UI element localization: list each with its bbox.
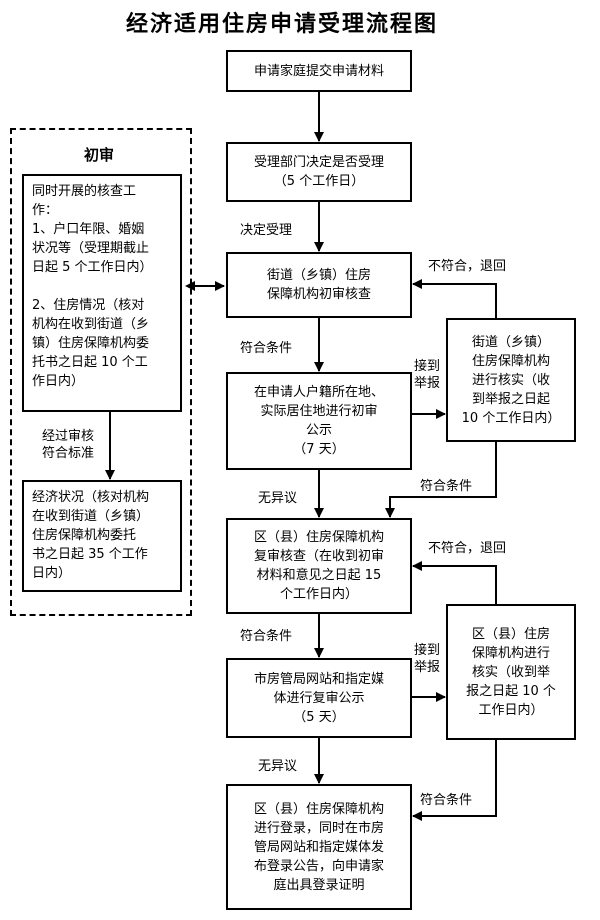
label-report-2: 接到 举报 xyxy=(414,643,441,675)
box-text-line: 区（县）住房 xyxy=(471,626,550,642)
box-text-line: 申请家庭提交申请材料 xyxy=(253,63,384,79)
label-accepted: 决定受理 xyxy=(240,223,293,238)
district-verification-box: 区（县）住房保障机构进行核实（收到举报之日起 10 个工作日内） xyxy=(446,604,576,740)
arrow-verify-ok-1 xyxy=(385,442,497,518)
box-text-line: （5 个工作日） xyxy=(273,174,365,189)
box-text-line: 到举报之日起 xyxy=(471,391,550,407)
box-text-line: 市房管局网站和指定媒 xyxy=(253,671,384,687)
label-no-objection-1: 无异议 xyxy=(258,491,298,506)
street-initial-review-box: 街道（乡镇）住房保障机构初审核查 xyxy=(226,252,412,318)
box-text-line: 核实（收到举 xyxy=(471,664,550,680)
box-text-line: 区（县）住房保障机构 xyxy=(253,801,384,817)
box-text-line: 体进行复审公示 xyxy=(273,690,365,706)
economic-status-box: 经济状况（核对机构在收到街道（乡镇） 住房保障机构委托书之日起 35 个工作日内） xyxy=(22,480,182,592)
box-text-line: 在申请人户籍所在地、 xyxy=(253,385,384,400)
initial-publicity-box: 在申请人户籍所在地、实际居住地进行初审公示 （7 天） xyxy=(226,372,412,470)
box-text-line: 住房保障机构 xyxy=(471,353,550,369)
box-text-line: 报之日起 10 个 xyxy=(466,683,556,699)
box-text-line: 街道（乡镇）住房 xyxy=(266,268,371,283)
box-text-line: 布登录公告，向申请家 xyxy=(253,858,384,874)
box-text-line: 实际居住地进行初审 xyxy=(260,404,378,419)
box-text-line: 日内） xyxy=(32,566,72,581)
concurrent-checks-box: 同时开展的核查工作：1、户口年限、婚姻状况等（受理期截止日起 5 个工作日内） … xyxy=(22,174,182,412)
box-text-line: 作： xyxy=(32,203,59,218)
box-text-line: 保障机构进行 xyxy=(471,645,550,661)
box-text-line: 机构在收到街道（乡 xyxy=(32,317,150,332)
box-text-line: 管局网站和指定媒体发 xyxy=(253,839,384,855)
submit-application-box: 申请家庭提交申请材料 xyxy=(226,50,412,92)
acceptance-decision-box: 受理部门决定是否受理 （5 个工作日） xyxy=(226,142,412,202)
box-text-line: 住房保障机构委托 xyxy=(32,528,137,543)
box-text-line: 托书之日起 10 个工 xyxy=(32,355,148,370)
page-title: 经济适用住房申请受理流程图 xyxy=(125,12,438,37)
box-text-line: （7 天） xyxy=(293,442,345,457)
box-text-line: 经济状况（核对机构 xyxy=(32,490,150,505)
box-text-line: 状况等（受理期截止 xyxy=(32,241,150,256)
box-text-line: 区（县）住房保障机构 xyxy=(253,530,384,545)
label-verify-ok-2: 符合条件 xyxy=(420,793,473,808)
label-qualified-2: 符合条件 xyxy=(240,629,293,644)
box-text-line: 进行核实（收 xyxy=(471,372,550,388)
box-text-line: 在收到街道（乡镇） xyxy=(32,509,150,524)
box-text-line: 同时开展的核查工 xyxy=(32,184,137,199)
box-text-line: 庭出具登录证明 xyxy=(273,877,365,893)
city-publicity-box: 市房管局网站和指定媒体进行复审公示 （5 天） xyxy=(226,658,412,738)
registration-box: 区（县）住房保障机构进行登录，同时在市房管局网站和指定媒体发布登录公告，向申请家… xyxy=(226,784,412,910)
initial-review-group-title: 初审 xyxy=(84,146,115,164)
label-passed-check: 经过审核 符合标准 xyxy=(42,429,95,461)
initial-review-group xyxy=(10,128,192,616)
box-text-line: 复审核查（在收到初审 xyxy=(253,549,384,564)
box-text-line: 镇）住房保障机构委 xyxy=(32,336,150,351)
box-text-line: 受理部门决定是否受理 xyxy=(253,155,384,170)
box-text-line: 书之日起 35 个工作 xyxy=(32,547,148,562)
box-text-line: 保障机构初审核查 xyxy=(266,287,371,302)
box-text-line: 进行登录，同时在市房 xyxy=(253,820,384,836)
street-verification-box: 街道（乡镇） 住房保障机构进行核实（收到举报之日起 10 个工作日内） xyxy=(446,318,576,442)
box-text-line: （5 天） xyxy=(293,709,345,725)
label-qualified-1: 符合条件 xyxy=(240,341,293,356)
label-no-objection-2: 无异议 xyxy=(258,759,298,774)
box-text-line: 材料和意见之日起 15 xyxy=(256,568,382,583)
box-text-line: 街道（乡镇） xyxy=(471,334,550,350)
arrow-verify-ok-2 xyxy=(412,740,497,821)
box-text-line: 日起 5 个工作日内） xyxy=(32,260,153,275)
box-text-line: 工作日内） xyxy=(478,702,544,718)
arrow-return-1 xyxy=(412,279,497,318)
label-verify-ok-1: 符合条件 xyxy=(420,479,473,494)
label-report-1: 接到 举报 xyxy=(414,359,441,391)
box-text-line: 个工作日内） xyxy=(279,587,358,602)
arrow-return-2 xyxy=(412,561,497,604)
label-not-qualified-1: 不符合，退回 xyxy=(428,259,507,274)
box-text-line: 10 个工作日内） xyxy=(461,410,561,426)
box-text-line: 作日内） xyxy=(32,374,85,389)
district-review-box: 区（县）住房保障机构复审核查（在收到初审材料和意见之日起 15 个工作日内） xyxy=(226,518,412,614)
box-text-line: 2、住房情况（核对 xyxy=(32,298,145,313)
box-text-line: 公示 xyxy=(305,423,332,438)
label-not-qualified-2: 不符合，退回 xyxy=(428,541,507,556)
box-text-line: 1、户口年限、婚姻 xyxy=(32,222,145,237)
